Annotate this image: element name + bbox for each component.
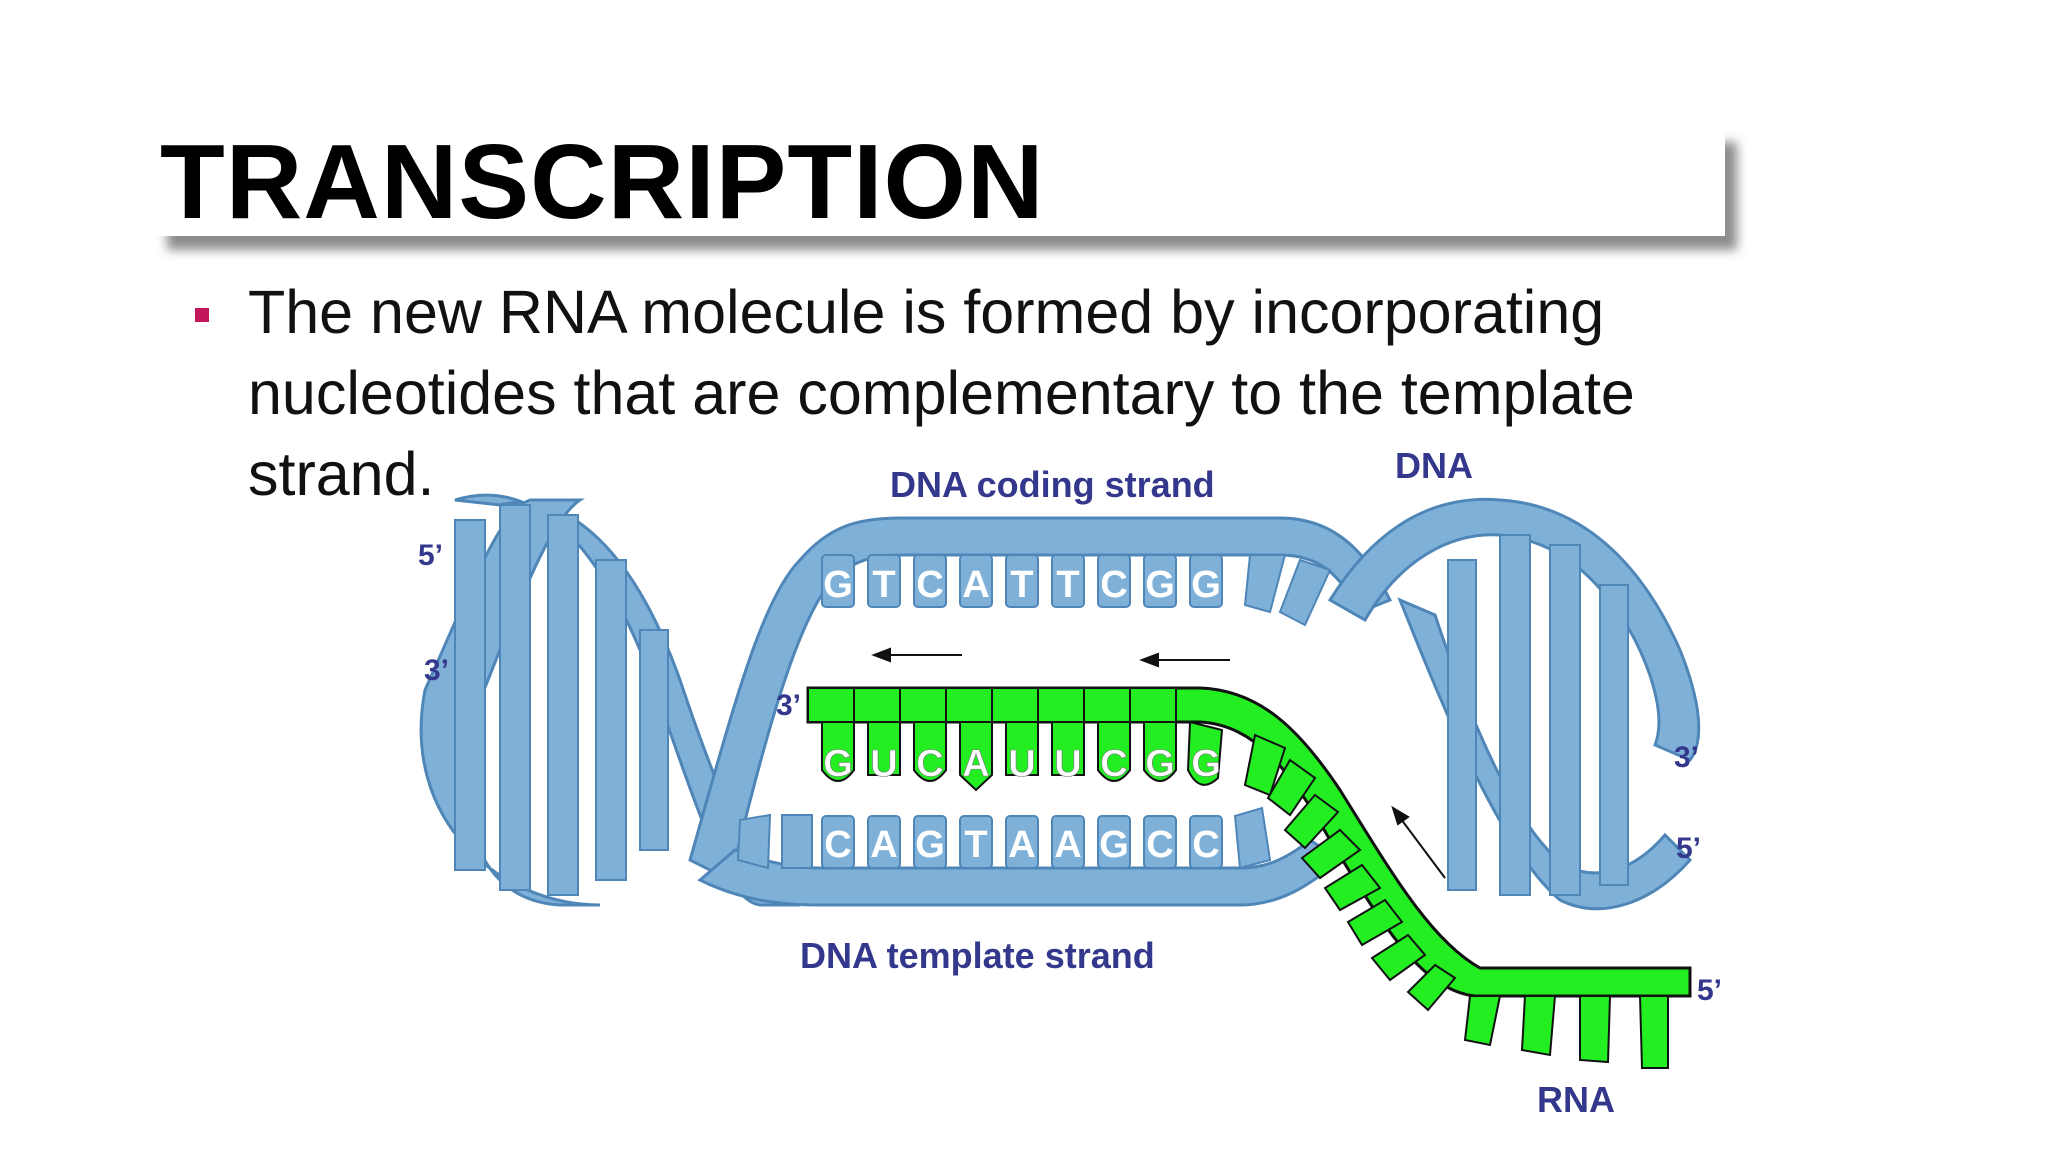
rna-base: U (1005, 721, 1039, 785)
template-base-label: T (964, 824, 987, 866)
template-base: A (1005, 815, 1039, 869)
coding-base-label: A (962, 564, 989, 606)
coding-base: T (1005, 554, 1039, 608)
template-base-label: G (1099, 824, 1129, 866)
coding-base: C (1097, 554, 1131, 608)
arrow-up-left-icon (1391, 805, 1446, 879)
rna-start-3prime: 3’ (776, 689, 801, 722)
rna-base: G (821, 721, 855, 785)
diagram-labels: DNA coding strand DNA DNA template stran… (418, 445, 1722, 1120)
coding-base-label: C (1100, 564, 1127, 606)
template-base: A (867, 815, 901, 869)
bullet-text: The new RNA molecule is formed by incorp… (248, 278, 1635, 508)
rna-base: C (1097, 721, 1131, 785)
coding-base-label: T (1010, 564, 1033, 606)
rna-base-label: A (962, 743, 989, 785)
coding-bases: G T C A T T C G G (821, 554, 1332, 627)
rna-base: U (867, 721, 901, 785)
coding-base-label: G (1145, 564, 1175, 606)
template-bases: C A G T A A G C C (736, 806, 1272, 870)
template-base-label: C (1146, 824, 1173, 866)
end-label-3prime-right: 3’ (1674, 741, 1699, 774)
bullet-marker (195, 308, 209, 322)
template-base-label: G (915, 824, 945, 866)
coding-strand-backbone (688, 516, 1393, 883)
rna-base-label: C (1100, 743, 1127, 785)
template-base: G (1097, 815, 1131, 869)
rna-base: G (1143, 721, 1177, 785)
rna-bases: G U C A U U C G G (821, 720, 1224, 792)
template-base: A (1051, 815, 1085, 869)
template-base-label: C (824, 824, 851, 866)
coding-strand-label: DNA coding strand (890, 464, 1215, 505)
rna-strand (806, 686, 1692, 1069)
template-base: C (1143, 815, 1177, 869)
coding-base: A (959, 554, 993, 608)
title-bar (155, 128, 1725, 236)
rna-base-label: U (1054, 743, 1081, 785)
rna-end-5prime: 5’ (1697, 974, 1722, 1007)
rna-tail-bases (1243, 733, 1669, 1069)
template-base: G (913, 815, 947, 869)
template-base-label: C (1192, 824, 1219, 866)
rna-base-label: U (870, 743, 897, 785)
arrow-left-icon (1139, 652, 1230, 668)
coding-base: G (1189, 554, 1223, 608)
rna-base-label: C (916, 743, 943, 785)
arrow-left-icon (871, 647, 962, 663)
template-base: C (821, 815, 855, 869)
direction-arrows (871, 647, 1446, 879)
rna-label: RNA (1537, 1079, 1615, 1120)
right-helix (1327, 497, 1701, 911)
coding-base-label: T (1056, 564, 1079, 606)
coding-base: T (1051, 554, 1085, 608)
coding-base: G (821, 554, 855, 608)
rna-base: A (959, 721, 993, 792)
template-strand-label: DNA template strand (800, 935, 1155, 976)
rna-base-label: G (1191, 743, 1221, 785)
template-base-label: A (1008, 824, 1035, 866)
end-label-5prime: 5’ (418, 539, 443, 572)
rna-base: U (1051, 721, 1085, 785)
coding-base-label: T (872, 564, 895, 606)
coding-base: C (913, 554, 947, 608)
coding-base: T (867, 554, 901, 608)
rna-base-label: G (1145, 743, 1175, 785)
coding-base-label: G (1191, 564, 1221, 606)
coding-base-label: G (823, 564, 853, 606)
rna-base: C (913, 721, 947, 785)
template-base-label: A (1054, 824, 1081, 866)
end-label-5prime-right: 5’ (1676, 832, 1701, 865)
template-base: T (959, 815, 993, 869)
dna-label: DNA (1395, 445, 1473, 486)
coding-base-label: C (916, 564, 943, 606)
end-label-3prime: 3’ (424, 654, 449, 687)
coding-base: G (1143, 554, 1177, 608)
template-base: C (1189, 815, 1223, 869)
rna-base: G (1186, 720, 1224, 786)
rna-base-label: G (823, 743, 853, 785)
rna-base-label: U (1008, 743, 1035, 785)
template-base-label: A (870, 824, 897, 866)
slide-title: TRANSCRIPTION (160, 123, 1045, 241)
